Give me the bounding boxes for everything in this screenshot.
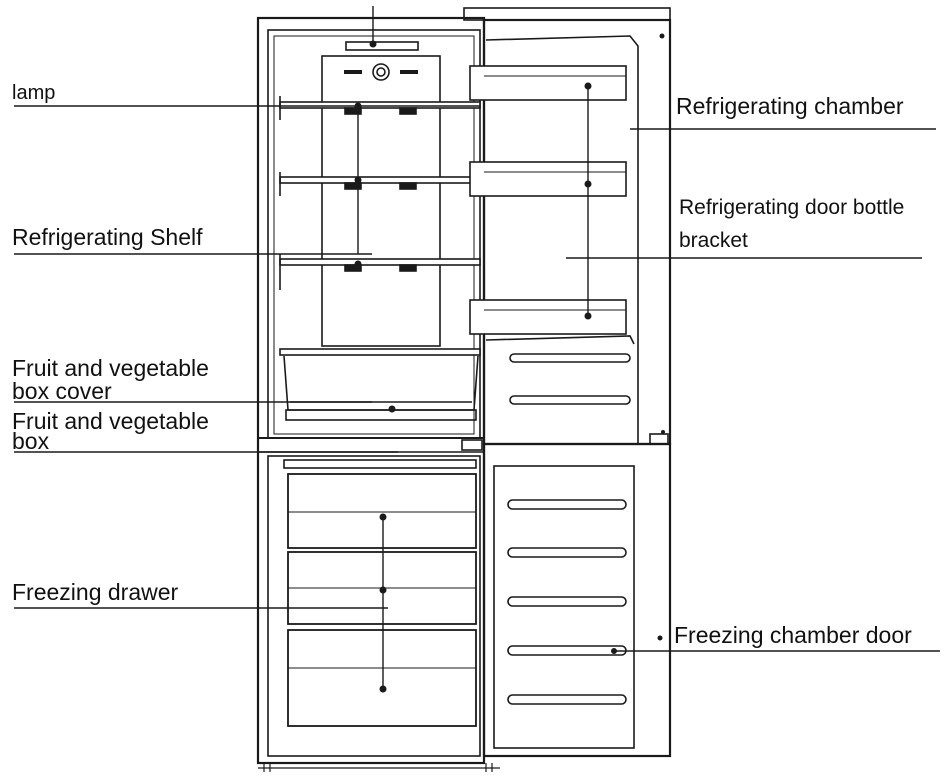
label-fruit-vegetable-box-cover-line1: Fruit and vegetable	[12, 355, 209, 381]
label-door-bottle-bracket-line1: Refrigerating door bottle	[679, 196, 905, 219]
label-lamp: lamp	[12, 82, 56, 104]
freezing-drawers	[283, 459, 477, 727]
leader-lines	[14, 6, 940, 689]
label-fruit-vegetable-box-line2: box	[12, 428, 50, 454]
label-fruit-vegetable-box-cover-line2: box cover	[12, 378, 112, 404]
label-freezing-drawer: Freezing drawer	[12, 579, 179, 605]
fruit-vegetable-box	[279, 348, 481, 421]
refrigerating-shelves	[279, 96, 481, 290]
label-fruit-vegetable-box-line1: Fruit and vegetable	[12, 408, 209, 434]
freezing-chamber-door	[461, 439, 672, 758]
lamp-housing	[321, 41, 441, 347]
cabinet-outline	[256, 16, 500, 772]
label-freezing-chamber-door: Freezing chamber door	[674, 622, 912, 648]
label-door-bottle-bracket-line2: bracket	[679, 229, 748, 252]
label-refrigerating-chamber: Refrigerating chamber	[676, 93, 904, 119]
label-refrigerating-shelf: Refrigerating Shelf	[12, 224, 203, 250]
refrigerating-door	[463, 7, 672, 446]
